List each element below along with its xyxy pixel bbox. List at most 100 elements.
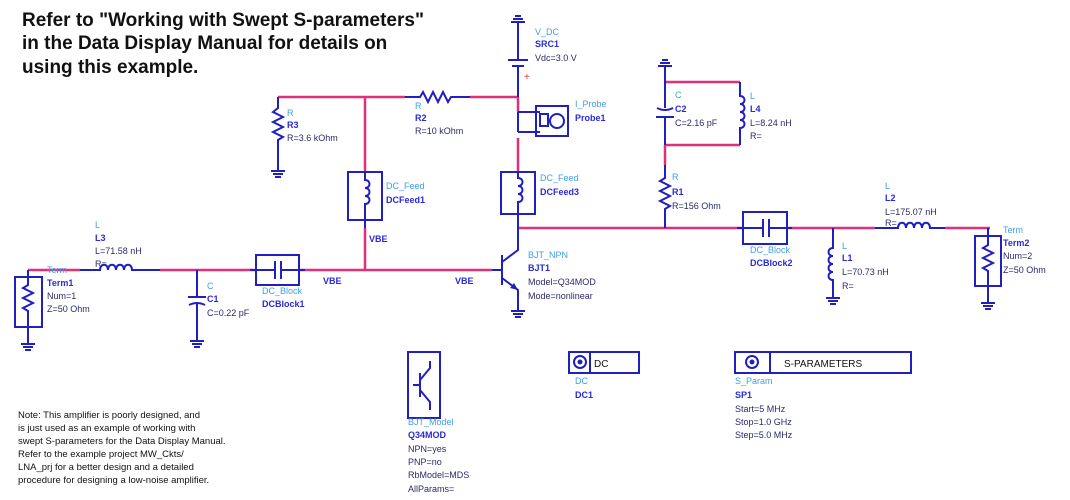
bjt-model-q34mod[interactable]: BJT_Model Q34MOD NPN=yes PNP=no RbModel=… (407, 351, 469, 494)
term2-type: Term (1003, 225, 1023, 235)
c1-type: C (207, 281, 214, 291)
r1-value: R=156 Ohm (672, 201, 721, 211)
src1-name: SRC1 (535, 39, 559, 49)
l3-value: L=71.58 nH (95, 246, 142, 256)
term1-type: Term (47, 265, 67, 275)
l1-r: R= (842, 281, 854, 291)
resistor-r3[interactable]: R R3 R=3.6 kOhm (270, 97, 338, 178)
current-probe-probe1[interactable]: I_Probe Probe1 (517, 99, 607, 137)
dcblock2-type: DC_Block (750, 245, 791, 255)
dcfeed1-type: DC_Feed (386, 181, 425, 191)
dc-block-dcblock2[interactable]: DC_Block DCBlock2 (737, 211, 793, 268)
sp1-stop: Stop=1.0 GHz (735, 417, 792, 427)
l2-value: L=175.07 nH (885, 207, 937, 217)
note-line: Refer to the example project MW_Ckts/ (18, 449, 184, 460)
capacitor-c1[interactable]: C C1 C=0.22 pF (188, 270, 250, 348)
note-line: is just used as an example of working wi… (18, 423, 195, 434)
bjt1-name: BJT1 (528, 263, 550, 273)
voltage-source-src1[interactable]: + V_DC SRC1 Vdc=3.0 V (508, 15, 577, 97)
resistor-r2[interactable]: R R2 R=10 kOhm (405, 89, 470, 136)
sp1-step: Step=5.0 MHz (735, 430, 793, 440)
title-text: Refer to "Working with Swept S-parameter… (22, 10, 424, 78)
probe1-type: I_Probe (575, 99, 607, 109)
dcblock1-name: DCBlock1 (262, 299, 305, 309)
r3-name: R3 (287, 120, 299, 130)
c2-name: C2 (675, 104, 687, 114)
transistor-bjt1[interactable]: BJT_NPN BJT1 Model=Q34MOD Mode=nonlinear (492, 228, 596, 318)
title-line: Refer to "Working with Swept S-parameter… (22, 10, 424, 31)
dc-box-label: DC (594, 359, 608, 370)
inductor-l2[interactable]: L L2 L=175.07 nH R= (875, 181, 945, 229)
dcfeed3-type: DC_Feed (540, 173, 579, 183)
r3-type: R (287, 108, 294, 118)
l4-r: R= (750, 131, 762, 141)
simulation-icon (573, 355, 587, 369)
inductor-l1[interactable]: L L1 L=70.73 nH R= (825, 228, 889, 305)
r3-value: R=3.6 kOhm (287, 133, 338, 143)
simulation-icon (745, 355, 759, 369)
term2-name: Term2 (1003, 238, 1029, 248)
r1-name: R1 (672, 187, 684, 197)
dcfeed3-name: DCFeed3 (540, 187, 579, 197)
sp-box-label: S-PARAMETERS (784, 359, 862, 370)
term1-name: Term1 (47, 278, 73, 288)
r1-type: R (672, 172, 679, 182)
bjtmodel-allparams: AllParams= (408, 484, 454, 494)
note-line: procedure for designing a low-noise ampl… (18, 475, 209, 486)
svg-text:+: + (524, 72, 530, 83)
note-line: LNA_prj for a better design and a detail… (18, 462, 194, 473)
note-line: swept S-parameters for the Data Display … (18, 436, 226, 447)
note-line: Note: This amplifier is poorly designed,… (18, 410, 200, 421)
net-label-vbe: VBE (455, 276, 474, 286)
c2-value: C=2.16 pF (675, 118, 718, 128)
dc-simulation-dc1[interactable]: DC DC DC1 (568, 351, 640, 400)
port-term1[interactable]: Term Term1 Num=1 Z=50 Ohm (14, 265, 90, 351)
r2-name: R2 (415, 113, 427, 123)
l1-type: L (842, 241, 847, 251)
dcblock2-name: DCBlock2 (750, 258, 793, 268)
l3-r: R= (95, 259, 107, 269)
c1-value: C=0.22 pF (207, 308, 250, 318)
dc-feed-dcfeed1[interactable]: DC_Feed DCFeed1 (347, 171, 425, 228)
r2-value: R=10 kOhm (415, 126, 463, 136)
bjt1-mode: Mode=nonlinear (528, 291, 593, 301)
l1-value: L=70.73 nH (842, 267, 889, 277)
inductor-l4[interactable]: L L4 L=8.24 nH R= (739, 82, 792, 145)
l4-value: L=8.24 nH (750, 118, 792, 128)
wires (28, 80, 990, 272)
dcblock1-type: DC_Block (262, 286, 303, 296)
dc1-type: DC (575, 376, 588, 386)
net-label-vbe: VBE (369, 234, 388, 244)
dc-feed-dcfeed3[interactable]: DC_Feed DCFeed3 (500, 171, 579, 228)
bjtmodel-name: Q34MOD (408, 430, 447, 440)
design-note: Note: This amplifier is poorly designed,… (18, 410, 226, 486)
dc-block-dcblock1[interactable]: DC_Block DCBlock1 (250, 254, 305, 309)
bjt1-type: BJT_NPN (528, 250, 568, 260)
l2-name: L2 (885, 193, 896, 203)
capacitor-c2[interactable]: C C2 C=2.16 pF (656, 59, 718, 145)
l2-type: L (885, 181, 890, 191)
port-term2[interactable]: Term Term2 Num=2 Z=50 Ohm (974, 225, 1046, 310)
title-line: using this example. (22, 57, 198, 78)
term2-z: Z=50 Ohm (1003, 265, 1046, 275)
term1-num: Num=1 (47, 291, 76, 301)
c2-type: C (675, 90, 682, 100)
resistor-r1[interactable]: R R1 R=156 Ohm (657, 165, 721, 228)
src1-value: Vdc=3.0 V (535, 53, 577, 63)
c1-name: C1 (207, 294, 219, 304)
l3-type: L (95, 220, 100, 230)
term2-num: Num=2 (1003, 251, 1032, 261)
inductor-l3[interactable]: L L3 L=71.58 nH R= (80, 220, 160, 271)
bjtmodel-rbmodel: RbModel=MDS (408, 470, 469, 480)
net-label-vbe: VBE (323, 276, 342, 286)
sparam-simulation-sp1[interactable]: S-PARAMETERS S_Param SP1 Start=5 MHz Sto… (734, 351, 912, 440)
title-line: in the Data Display Manual for details o… (22, 33, 387, 54)
l4-type: L (750, 91, 755, 101)
bjtmodel-npn: NPN=yes (408, 444, 447, 454)
sp1-start: Start=5 MHz (735, 404, 786, 414)
dcfeed1-name: DCFeed1 (386, 195, 425, 205)
bjtmodel-type: BJT_Model (408, 417, 454, 427)
r2-type: R (415, 101, 422, 111)
